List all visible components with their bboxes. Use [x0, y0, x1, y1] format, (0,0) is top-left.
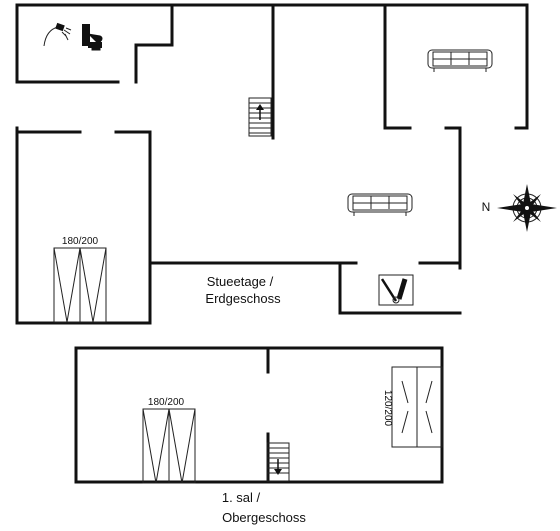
ground-floor-label-line1: Stueetage / [207, 274, 274, 289]
compass-rose-icon [497, 184, 557, 232]
bed-size-label: 180/200 [148, 397, 185, 408]
first-floor-label-line1: 1. sal / [222, 490, 261, 505]
toilet-icon [82, 24, 103, 51]
bed-size-label: 120/200 [382, 390, 393, 427]
bed-size-label: 180/200 [62, 236, 99, 247]
sofa-icon [427, 49, 493, 72]
ground-floor-walls [15, 3, 529, 325]
shower-icon [43, 22, 72, 47]
washing-machine-icon [378, 274, 414, 306]
bed-icon [142, 408, 196, 484]
stairs-down-icon [266, 442, 290, 482]
ground-floor-label-line2: Erdgeschoss [205, 291, 281, 306]
bed-icon [53, 247, 107, 323]
compass-north-label: N [482, 200, 491, 214]
first-floor-label-line2: Obergeschoss [222, 510, 306, 525]
stairs-up-icon [248, 97, 272, 137]
sofa-icon [347, 193, 413, 216]
bed-icon [391, 366, 443, 448]
